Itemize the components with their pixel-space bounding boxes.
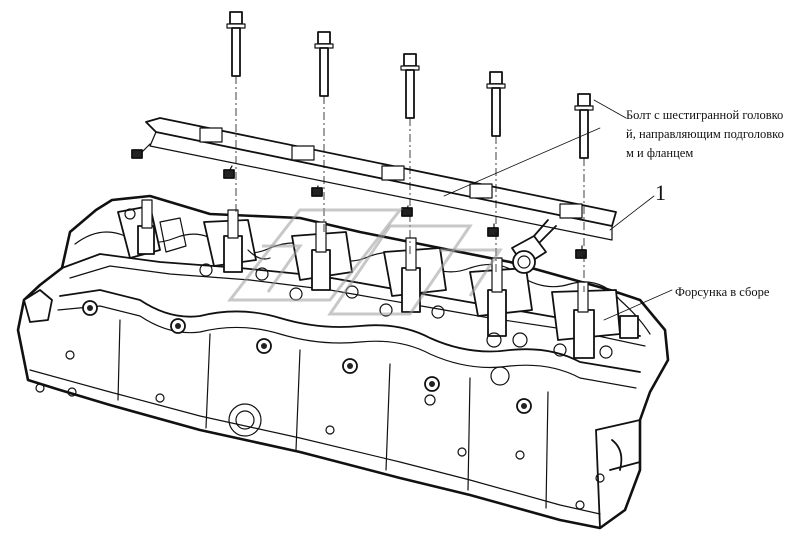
injector-harness-rail bbox=[131, 117, 617, 259]
bolt-callout-line-1: Болт с шестигранной головко bbox=[626, 108, 784, 122]
bolt-callout-label: Болт с шестигранной головко й, направляю… bbox=[626, 106, 808, 163]
bolt-5 bbox=[574, 93, 594, 159]
bolt-2 bbox=[314, 31, 334, 97]
bolt-callout-line-3: м и фланцем bbox=[626, 146, 694, 160]
watermark-logo bbox=[226, 208, 503, 316]
harness-leads bbox=[131, 143, 587, 259]
harness-connector bbox=[511, 219, 557, 274]
bolt-callout-line-2: й, направляющим подголовко bbox=[626, 127, 784, 141]
leader-lines bbox=[443, 99, 673, 321]
rail-item-number: 1 bbox=[655, 180, 666, 205]
bolt-4 bbox=[486, 71, 506, 137]
side-bolts bbox=[82, 300, 532, 414]
hex-flange-bolts bbox=[226, 11, 594, 159]
bolt-3 bbox=[400, 53, 420, 119]
injectors-and-valvetrain bbox=[117, 199, 639, 359]
bolt-1 bbox=[226, 11, 246, 77]
injector-callout-label: Форсунка в сборе bbox=[675, 285, 770, 299]
